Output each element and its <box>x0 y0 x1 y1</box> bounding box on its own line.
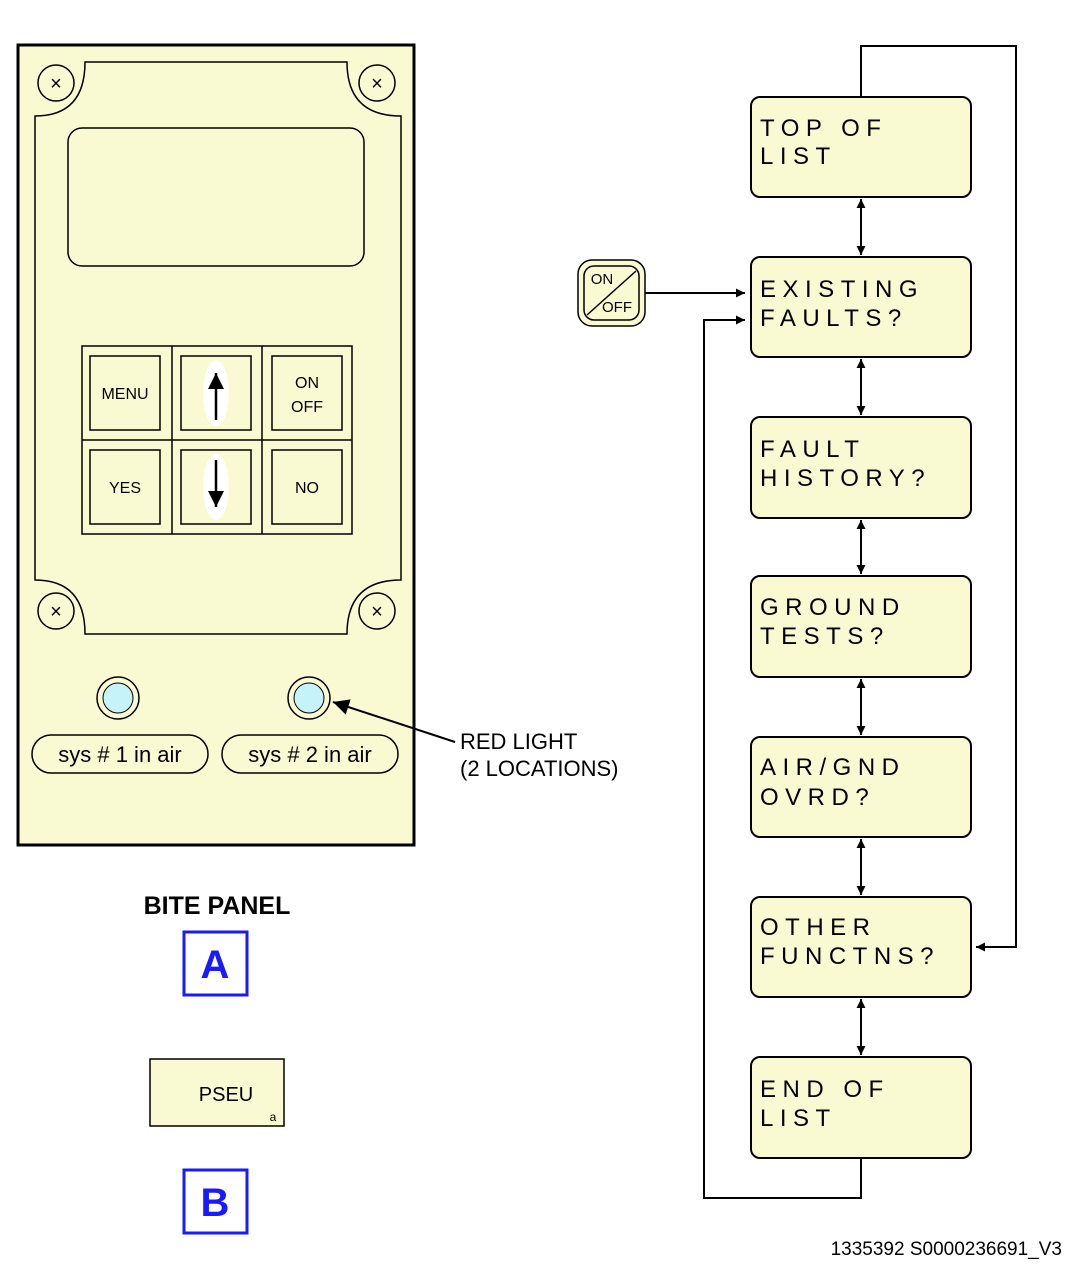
sys2-label: sys # 2 in air <box>221 734 399 774</box>
svg-text:GROUND: GROUND <box>760 594 906 621</box>
keypad: MENU ON OFF YES N <box>81 345 353 535</box>
svg-text:PSEU: PSEU <box>199 1084 253 1106</box>
ref-a-badge: A <box>182 930 249 997</box>
step-air-gnd-ovrd: AIR/GND OVRD? <box>750 736 972 838</box>
svg-text:ON: ON <box>591 271 614 288</box>
callout-arrow <box>332 699 456 743</box>
step-fault-history: FAULT HISTORY? <box>750 416 972 519</box>
pseu-unit: PSEU a <box>149 1058 285 1127</box>
svg-text:×: × <box>50 73 62 95</box>
ref-b-badge: B <box>182 1168 249 1235</box>
step-other-functns: OTHER FUNCTNS? <box>750 896 972 998</box>
svg-text:OFF: OFF <box>291 399 323 416</box>
svg-text:EXISTING: EXISTING <box>760 276 924 303</box>
svg-text:sys # 2 in air: sys # 2 in air <box>248 742 372 767</box>
screw-bottom-left: × <box>37 592 75 630</box>
svg-text:OFF: OFF <box>602 299 632 316</box>
yes-button[interactable]: YES <box>89 449 161 525</box>
svg-text:×: × <box>371 601 383 623</box>
svg-text:OTHER: OTHER <box>760 914 877 941</box>
svg-text:LIST: LIST <box>760 143 837 170</box>
svg-text:×: × <box>371 73 383 95</box>
svg-text:TOP OF: TOP OF <box>760 115 887 142</box>
on-off-button[interactable]: ON OFF <box>271 355 343 431</box>
bite-panel: × × × × MENU <box>16 43 416 847</box>
menu-flowchart: ON OFF TOP OF LIST EXISTING FAULTS? FAUL… <box>577 45 1017 1199</box>
svg-text:FAULTS?: FAULTS? <box>760 305 908 332</box>
sys1-light <box>96 676 140 720</box>
figure-reference-id: 1335392 S0000236691_V3 <box>831 1239 1062 1260</box>
svg-text:sys # 1 in air: sys # 1 in air <box>58 742 182 767</box>
step-top-of-list: TOP OF LIST <box>750 96 972 198</box>
screw-top-left: × <box>37 64 75 102</box>
svg-text:a: a <box>270 1110 277 1124</box>
no-button[interactable]: NO <box>271 449 343 525</box>
svg-text:OVRD?: OVRD? <box>760 784 875 811</box>
step-ground-tests: GROUND TESTS? <box>750 575 972 678</box>
svg-text:HISTORY?: HISTORY? <box>760 465 931 492</box>
scroll-down-button[interactable] <box>180 449 252 525</box>
menu-button[interactable]: MENU <box>89 355 161 431</box>
svg-text:YES: YES <box>109 480 141 497</box>
sys1-label: sys # 1 in air <box>31 734 209 774</box>
callout-line1: RED LIGHT <box>460 729 577 754</box>
display-window <box>67 127 365 267</box>
step-end-of-list: END OF LIST <box>750 1056 972 1159</box>
svg-text:NO: NO <box>295 480 319 497</box>
svg-text:LIST: LIST <box>760 1105 837 1132</box>
svg-text:ON: ON <box>295 375 319 392</box>
svg-text:END OF: END OF <box>760 1076 890 1103</box>
on-off-switch-icon: ON OFF <box>577 259 646 327</box>
svg-text:B: B <box>201 1181 230 1225</box>
sys2-light <box>287 676 331 720</box>
svg-text:FAULT: FAULT <box>760 436 865 463</box>
panel-title: BITE PANEL <box>144 892 291 920</box>
svg-text:TESTS?: TESTS? <box>760 623 890 650</box>
svg-text:MENU: MENU <box>101 386 148 403</box>
svg-text:FUNCTNS?: FUNCTNS? <box>760 943 940 970</box>
screw-bottom-right: × <box>358 592 396 630</box>
svg-text:A: A <box>201 943 230 987</box>
scroll-up-button[interactable] <box>180 355 252 431</box>
svg-text:×: × <box>50 601 62 623</box>
svg-text:AIR/GND: AIR/GND <box>760 754 906 781</box>
step-existing-faults: EXISTING FAULTS? <box>750 256 972 358</box>
screw-top-right: × <box>358 64 396 102</box>
callout-line2: (2 LOCATIONS) <box>460 756 619 781</box>
